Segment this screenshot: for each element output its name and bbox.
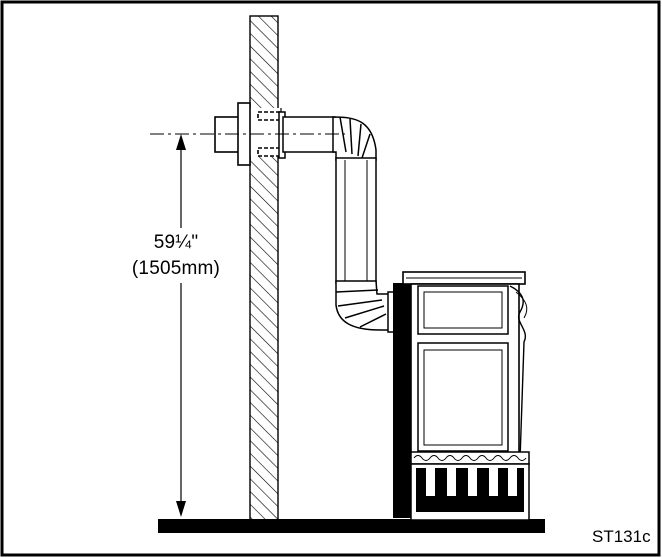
floor xyxy=(158,519,545,533)
dimension-arrow xyxy=(176,134,186,517)
dimension-metric-label: (1505mm) xyxy=(131,258,221,279)
flue-pipe xyxy=(278,111,397,333)
stove xyxy=(393,271,530,521)
figure-code: ST131c xyxy=(592,527,651,546)
dimension-imperial-label: 59¼" xyxy=(153,232,199,253)
wall xyxy=(246,15,282,522)
